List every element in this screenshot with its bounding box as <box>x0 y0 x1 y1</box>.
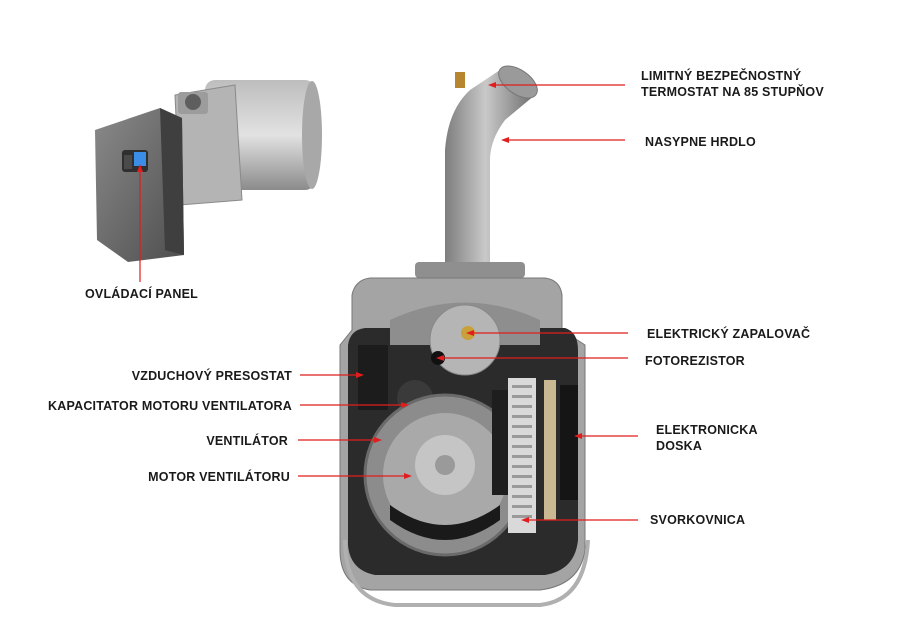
burner-small-view <box>95 80 322 262</box>
burner-cutaway-view <box>339 65 590 607</box>
label-igniter: ELEKTRICKÝ ZAPALOVAČ <box>647 327 811 341</box>
label-control-panel: OVLÁDACÍ PANEL <box>85 287 198 301</box>
label-photoresistor: FOTOREZISTOR <box>645 354 745 368</box>
label-fan-capacitor: KAPACITATOR MOTORU VENTILATORA <box>48 399 292 413</box>
label-fan: VENTILÁTOR <box>206 434 288 448</box>
label-electronic-board-line2: DOSKA <box>656 439 703 453</box>
label-terminal-block: SVORKOVNICA <box>650 513 746 527</box>
label-limit-thermostat-line2: TERMOSTAT NA 85 STUPŇOV <box>641 85 824 99</box>
label-air-pressostat: VZDUCHOVÝ PRESOSTAT <box>131 369 292 383</box>
label-electronic-board-line1: ELEKTRONICKA <box>656 423 758 437</box>
label-limit-thermostat-line1: LIMITNÝ BEZPEČNOSTNÝ <box>641 69 802 83</box>
callout-arrowheads <box>137 82 582 523</box>
callout-lines <box>139 84 638 521</box>
label-fan-motor: MOTOR VENTILÁTORU <box>148 470 290 484</box>
label-feed-neck: NASYPNE HRDLO <box>645 135 756 149</box>
